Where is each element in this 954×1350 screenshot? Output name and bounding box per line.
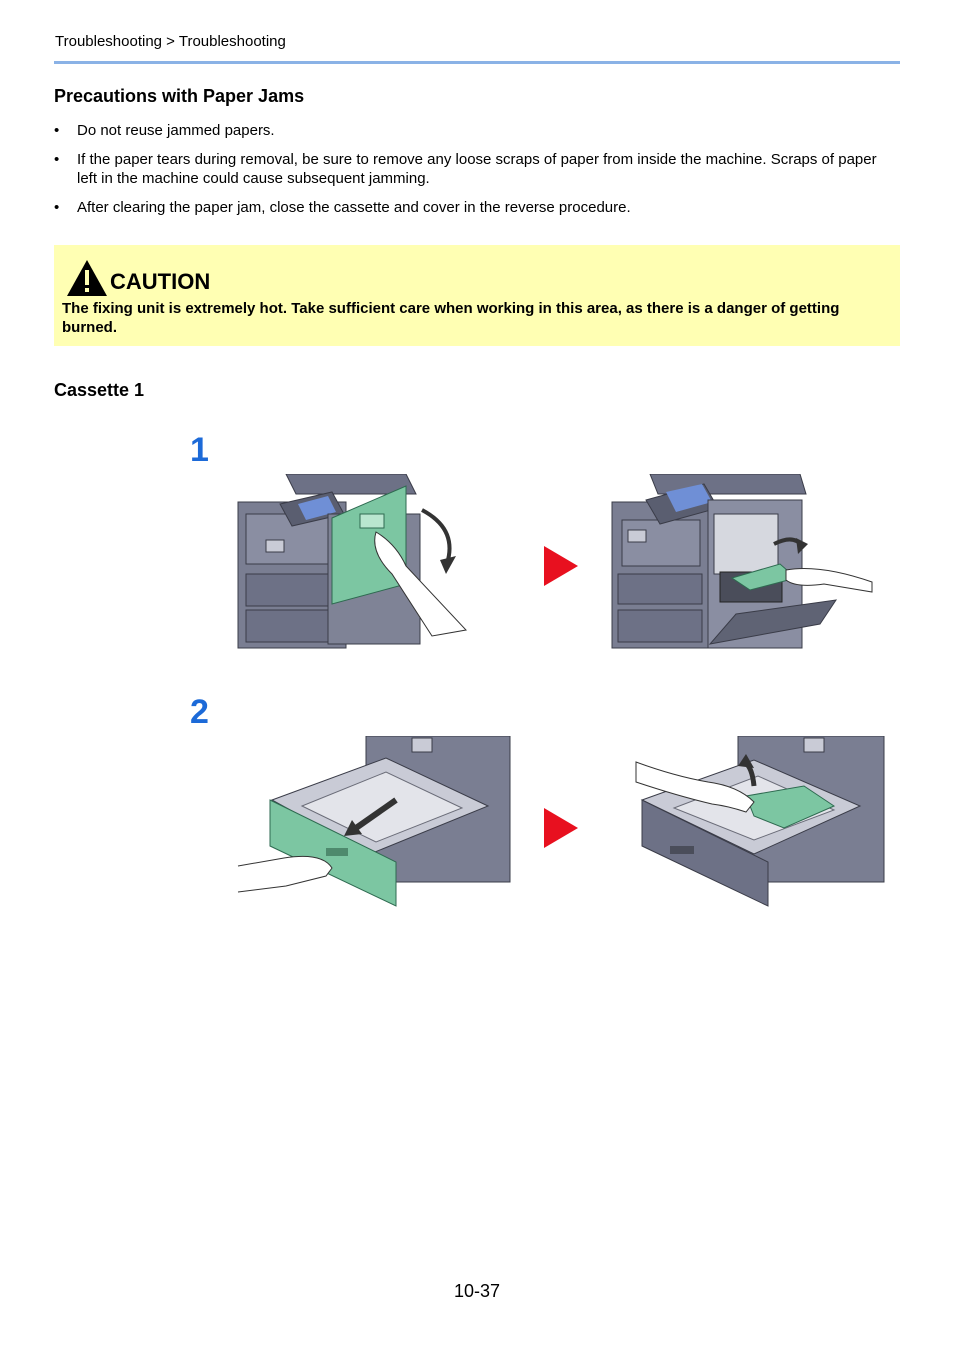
step-number: 1 xyxy=(190,431,209,469)
next-step-arrow-icon xyxy=(544,808,578,848)
precautions-list: Do not reuse jammed papers. If the paper… xyxy=(54,121,900,227)
caution-text: The fixing unit is extremely hot. Take s… xyxy=(62,300,840,336)
warning-triangle-icon xyxy=(67,260,107,296)
breadcrumb: Troubleshooting > Troubleshooting xyxy=(55,33,286,50)
header-rule xyxy=(54,61,900,64)
page-number: 10-37 xyxy=(453,1281,501,1301)
list-item: If the paper tears during removal, be su… xyxy=(54,150,900,188)
illustration-pull-out-cassette xyxy=(237,736,511,907)
section-title-precautions: Precautions with Paper Jams xyxy=(54,86,305,106)
illustration-remove-jammed-paper-cassette xyxy=(635,736,885,907)
list-item: Do not reuse jammed papers. xyxy=(54,121,900,140)
list-item: After clearing the paper jam, close the … xyxy=(54,198,900,217)
caution-box: CAUTION The fixing unit is extremely hot… xyxy=(54,245,900,346)
section-title-cassette: Cassette 1 xyxy=(54,380,145,400)
next-step-arrow-icon xyxy=(544,546,578,586)
step-number: 2 xyxy=(190,693,209,731)
illustration-open-right-cover xyxy=(237,474,467,649)
caution-title: CAUTION xyxy=(110,269,211,294)
illustration-remove-jammed-paper-fixing xyxy=(611,474,873,649)
